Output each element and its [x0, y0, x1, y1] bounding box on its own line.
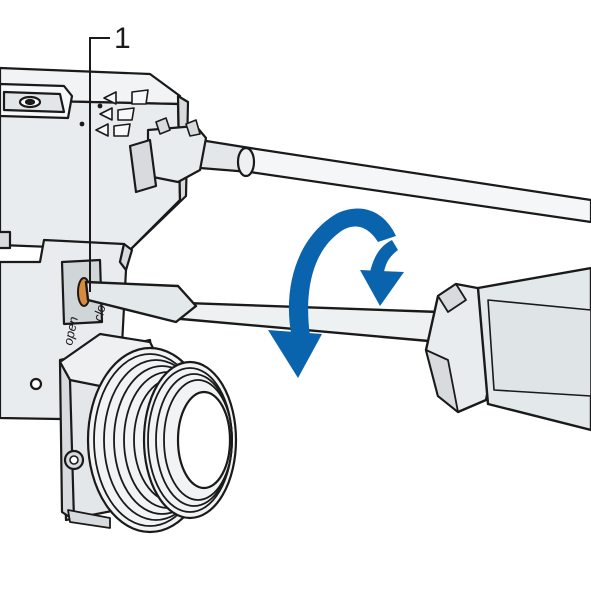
callout-number: 1 — [114, 22, 131, 55]
engraving-open: open — [60, 315, 81, 346]
cable-connector — [128, 117, 591, 224]
callout-1: 1 — [89, 22, 131, 292]
curved-rotation-arrow-icon — [268, 208, 404, 378]
engraving-close: clo — [90, 303, 108, 322]
screwdriver-tip — [84, 280, 198, 324]
screwdriver — [84, 266, 591, 432]
callout-leader-line — [89, 37, 110, 292]
lens-mount — [58, 332, 238, 534]
